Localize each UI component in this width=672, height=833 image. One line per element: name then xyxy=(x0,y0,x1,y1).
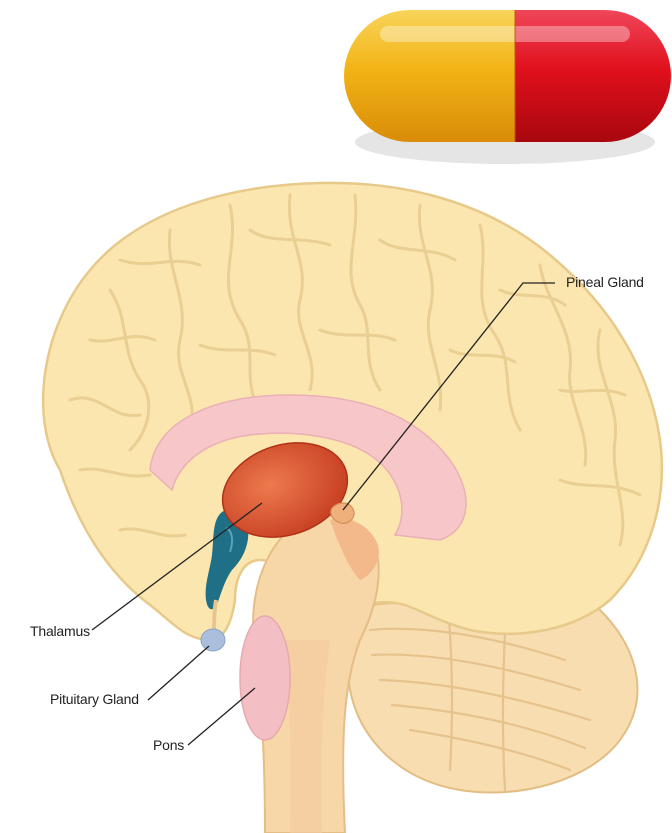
pineal-gland-label: Pineal Gland xyxy=(566,274,644,290)
pituitary-leader-line xyxy=(148,646,209,700)
capsule-pill-icon xyxy=(344,10,671,164)
pituitary-gland-label: Pituitary Gland xyxy=(50,691,139,707)
pituitary-gland xyxy=(201,629,225,651)
pineal-gland xyxy=(331,503,354,523)
pons-label: Pons xyxy=(153,737,184,753)
thalamus-label: Thalamus xyxy=(30,623,90,639)
pons xyxy=(240,616,290,740)
